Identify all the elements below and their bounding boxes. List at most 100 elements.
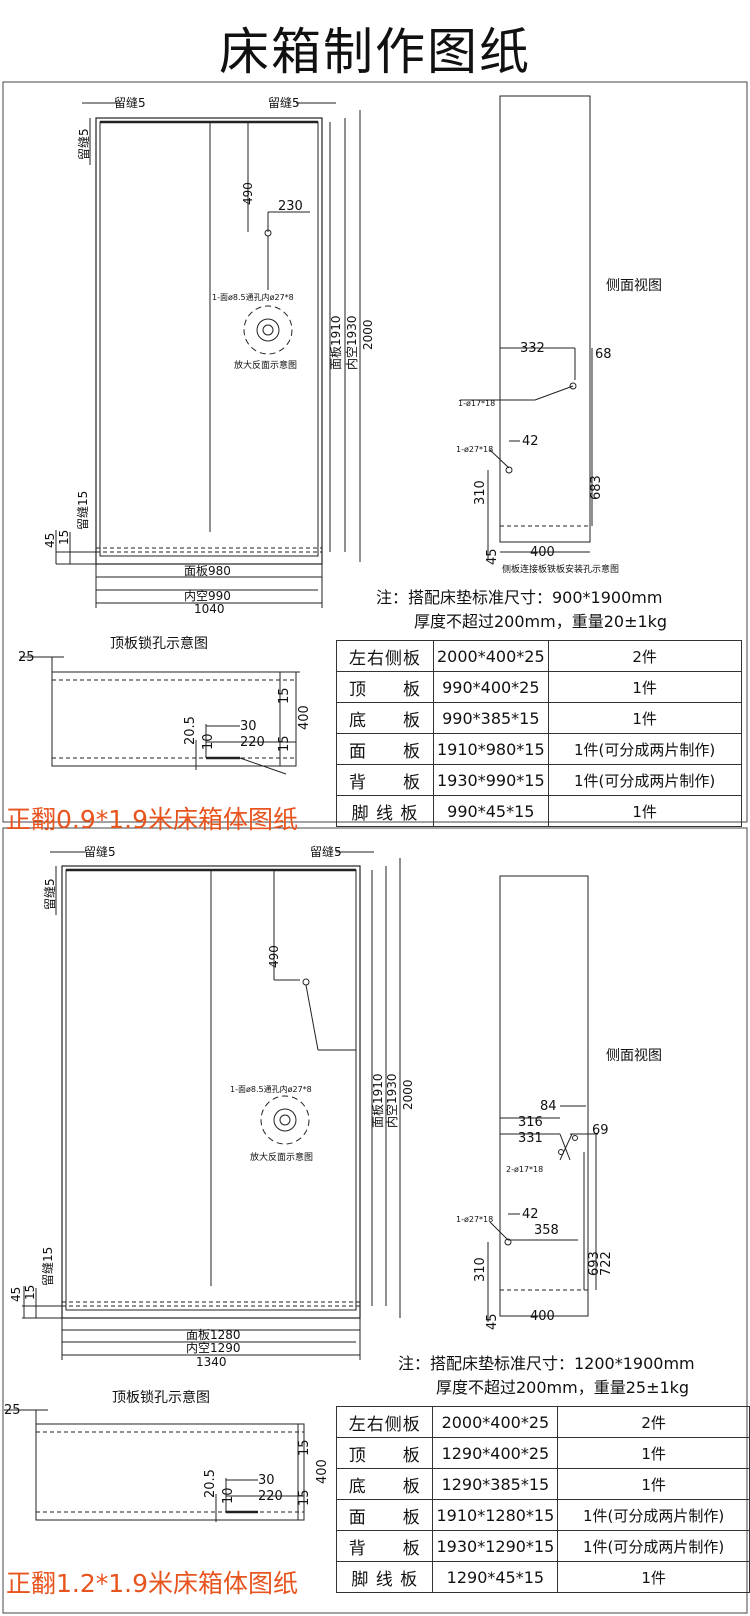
side-caption-1: 侧板连接板铁板安装孔示意图: [502, 563, 619, 575]
part-size-cell: 1930*990*15: [433, 764, 549, 796]
part-name-cell: 面 板: [336, 733, 434, 765]
part-size-cell: 1910*1280*15: [432, 1499, 559, 1531]
enlarge-label-1: 放大反面示意图: [234, 359, 297, 371]
gap-top-left-2: 留缝5: [84, 844, 116, 859]
t-400-1: 400: [297, 705, 312, 730]
t-220-2: 220: [258, 1489, 283, 1504]
part-size-cell: 1930*1290*15: [432, 1530, 559, 1562]
part-name-cell: 左右侧板: [335, 1406, 434, 1438]
gap-bottom-1: 留缝15: [75, 491, 90, 530]
part-qty-cell: 1件(可分成两片制作): [557, 1499, 750, 1531]
front-view-1: [55, 102, 361, 608]
part-size-cell: 1290*45*15: [432, 1561, 559, 1593]
t-15b-1: 15: [277, 735, 292, 752]
dim-400-2: 400: [530, 1309, 555, 1324]
dim-310-2: 310: [473, 1257, 488, 1282]
dim-42-1: 42: [522, 434, 539, 449]
part-qty-cell: 2件: [557, 1406, 750, 1438]
dim-683: 683: [589, 475, 604, 500]
top-lock-view-2: [4, 1409, 305, 1522]
part-size-cell: 990*385*15: [433, 702, 549, 734]
dim-42-2: 42: [522, 1207, 539, 1222]
part-name-cell: 背 板: [335, 1530, 434, 1562]
part-qty-cell: 1件(可分成两片制作): [547, 764, 742, 796]
dim-s45-1: 45: [485, 548, 500, 565]
part-size-cell: 2000*400*25: [433, 640, 549, 672]
part-qty-cell: 1件(可分成两片制作): [547, 733, 742, 765]
dim-panel-h-1: 面板1910: [329, 315, 343, 370]
dim-230-1: 230: [278, 199, 303, 214]
dim-panel-w-1: 面板980: [184, 564, 231, 578]
dim-68: 68: [595, 347, 612, 362]
top-lock-label-1: 顶板锁孔示意图: [110, 635, 208, 652]
part-qty-cell: 1件(可分成两片制作): [557, 1530, 750, 1562]
t-10-1: 10: [201, 733, 216, 750]
dim-total-w-2: 1340: [196, 1355, 227, 1369]
part-name-cell: 左右侧板: [336, 640, 434, 672]
part-qty-cell: 1件: [547, 702, 742, 734]
gap-left-2: 留缝5: [42, 878, 57, 910]
side-view-2: [487, 875, 598, 1322]
t-15a-1: 15: [277, 687, 292, 704]
section2-frame: [2, 827, 748, 1614]
dim-inner-w-2: 内空1290: [186, 1341, 241, 1355]
t-205-1: 20.5: [183, 716, 198, 745]
dim-45-2: 45: [9, 1287, 23, 1302]
dim-15-2: 15: [23, 1285, 37, 1300]
hole-label-2: 1-面ø8.5通孔内ø27*8: [230, 1084, 312, 1094]
part-name-cell: 脚 线 板: [336, 795, 434, 827]
part-qty-cell: 1件: [557, 1437, 750, 1469]
t-10-2: 10: [221, 1487, 236, 1504]
top-lock-label-2: 顶板锁孔示意图: [112, 1389, 210, 1406]
page-title: 床箱制作图纸: [219, 23, 531, 81]
dim-316: 316: [518, 1115, 543, 1130]
dim-inner-h-1: 内空1930: [345, 315, 359, 370]
dim-s45-2: 45: [485, 1313, 500, 1330]
dim-69: 69: [592, 1123, 609, 1138]
dim-722: 722: [599, 1251, 614, 1276]
hole-17-label-2: 2-ø17*18: [506, 1165, 543, 1174]
dim-15-1: 15: [57, 530, 71, 545]
gap-top-right-1: 留缝5: [268, 95, 300, 110]
gap-top-right-2: 留缝5: [310, 844, 342, 859]
dim-total-h-2: 2000: [401, 1079, 415, 1110]
part-name-cell: 面 板: [335, 1499, 434, 1531]
t-25-2: 25: [4, 1403, 21, 1418]
dim-84: 84: [540, 1099, 557, 1114]
dim-331: 331: [518, 1131, 543, 1146]
hole-label-1: 1-面ø8.5通孔内ø27*8: [212, 292, 294, 302]
side-view-label-2: 侧面视图: [606, 1048, 662, 1064]
t-220-1: 220: [240, 735, 265, 750]
gap-left-1: 留缝5: [76, 128, 91, 160]
dim-inner-h-2: 内空1930: [385, 1073, 399, 1128]
dim-358: 358: [534, 1223, 559, 1238]
note1-line1: 注：搭配床垫标准尺寸：900*1900mm: [376, 588, 663, 607]
t-30-2: 30: [258, 1473, 275, 1488]
t-30-1: 30: [240, 719, 257, 734]
note2-line2: 厚度不超过200mm，重量25±1kg: [436, 1378, 690, 1397]
t-15b-2: 15: [297, 1489, 312, 1506]
gap-bottom-2: 留缝15: [40, 1247, 55, 1286]
hole-17-label-1: 1-ø17*18: [458, 399, 495, 408]
side-view-1: [460, 95, 593, 560]
part-name-cell: 顶 板: [335, 1437, 434, 1469]
part-name-cell: 底 板: [335, 1468, 434, 1500]
dim-490-1: 490: [241, 182, 255, 205]
t-205-2: 20.5: [203, 1469, 218, 1498]
dim-panel-w-2: 面板1280: [186, 1328, 241, 1342]
dim-panel-h-2: 面板1910: [371, 1073, 385, 1128]
t-25-1: 25: [18, 650, 35, 665]
part-qty-cell: 1件: [547, 671, 742, 703]
part-qty-cell: 2件: [547, 640, 742, 672]
part-name-cell: 背 板: [336, 764, 434, 796]
part-size-cell: 1290*400*25: [432, 1437, 559, 1469]
part-name-cell: 脚 线 板: [335, 1561, 434, 1593]
